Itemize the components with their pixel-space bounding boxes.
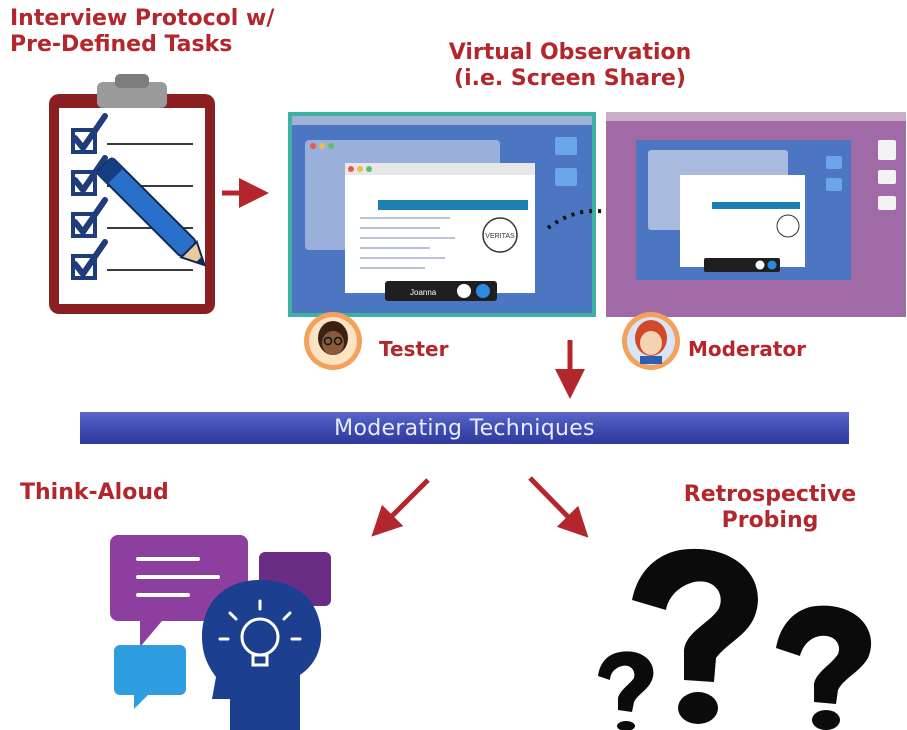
arrow-to-think-aloud bbox=[371, 478, 430, 537]
tester-label: Tester bbox=[379, 337, 449, 361]
moderator-label: Moderator bbox=[688, 337, 807, 361]
virtual-title-line2: (i.e. Screen Share) bbox=[454, 66, 686, 91]
moderating-techniques-bar: Moderating Techniques bbox=[80, 412, 849, 444]
virtual-observation-title: Virtual Observation (i.e. Screen Share) bbox=[420, 40, 720, 92]
interview-protocol-title: Interview Protocol w/ Pre-Defined Tasks bbox=[10, 6, 310, 58]
think-aloud-head-icon bbox=[110, 535, 331, 730]
retrospective-probing-title: Retrospective Probing bbox=[640, 482, 900, 534]
seal-text-tester: VERITAS bbox=[485, 233, 515, 240]
screen-share-dotted-arrow bbox=[546, 207, 651, 230]
tester-user-name: Joanna bbox=[410, 288, 437, 297]
interview-title-line2: Pre-Defined Tasks bbox=[10, 32, 233, 57]
moderating-techniques-label: Moderating Techniques bbox=[334, 415, 595, 441]
arrow-to-retrospective bbox=[528, 476, 589, 538]
think-aloud-title: Think-Aloud bbox=[20, 480, 169, 505]
retro-title-line2: Probing bbox=[721, 508, 819, 533]
retro-title-line1: Retrospective bbox=[683, 482, 857, 507]
moderator-screen bbox=[606, 112, 906, 317]
moderator-avatar bbox=[622, 312, 680, 370]
tester-screen: VERITAS Joanna bbox=[288, 112, 596, 317]
clipboard-checklist-icon bbox=[49, 74, 215, 314]
virtual-title-line1: Virtual Observation bbox=[448, 40, 692, 65]
interview-title-line1: Interview Protocol w/ bbox=[10, 6, 275, 31]
tester-avatar bbox=[304, 312, 362, 370]
question-marks-icon bbox=[598, 548, 872, 730]
